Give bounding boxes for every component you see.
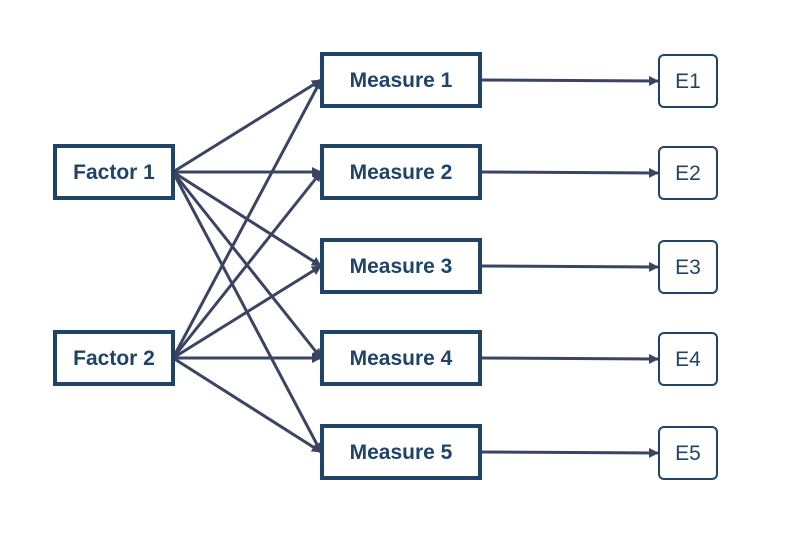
measure-node-5: Measure 5: [320, 424, 482, 480]
measure-node-4: Measure 4: [320, 330, 482, 386]
arrow-f2-to-m2: [171, 171, 323, 359]
measure-label: Measure 5: [350, 441, 453, 464]
factor-node-2: Factor 2: [53, 330, 175, 386]
arrow-f2-to-m5: [172, 356, 322, 454]
measure-node-3: Measure 3: [320, 238, 482, 294]
arrow-m1-to-e1: [479, 75, 659, 86]
error-label: E5: [675, 442, 701, 465]
measure-label: Measure 1: [350, 69, 453, 92]
measure-label: Measure 3: [350, 255, 453, 278]
factor-label: Factor 2: [73, 347, 155, 370]
error-label: E1: [675, 70, 701, 93]
arrow-m3-to-e3: [479, 261, 659, 272]
edges-layer: [171, 75, 659, 458]
error-node-3: E3: [658, 240, 718, 294]
error-label: E4: [675, 348, 701, 371]
error-label: E3: [675, 256, 701, 279]
error-node-4: E4: [658, 332, 718, 386]
factor-label: Factor 1: [73, 161, 155, 184]
measure-node-2: Measure 2: [320, 144, 482, 200]
error-label: E2: [675, 162, 701, 185]
factor-node-1: Factor 1: [53, 144, 175, 200]
arrow-m5-to-e5: [479, 447, 659, 458]
arrow-f1-to-m1: [172, 78, 322, 174]
measure-node-1: Measure 1: [320, 52, 482, 108]
arrow-m2-to-e2: [479, 167, 659, 178]
measure-label: Measure 4: [350, 347, 453, 370]
arrow-m4-to-e4: [479, 353, 659, 364]
arrow-f2-to-m1: [171, 79, 323, 359]
nodes-layer: Factor 1 Factor 2 Measure 1 Measure 2 Me…: [53, 52, 718, 480]
measure-label: Measure 2: [350, 161, 453, 184]
error-node-5: E5: [658, 426, 718, 480]
arrow-f2-to-m3: [172, 264, 322, 360]
error-node-1: E1: [658, 54, 718, 108]
error-node-2: E2: [658, 146, 718, 200]
